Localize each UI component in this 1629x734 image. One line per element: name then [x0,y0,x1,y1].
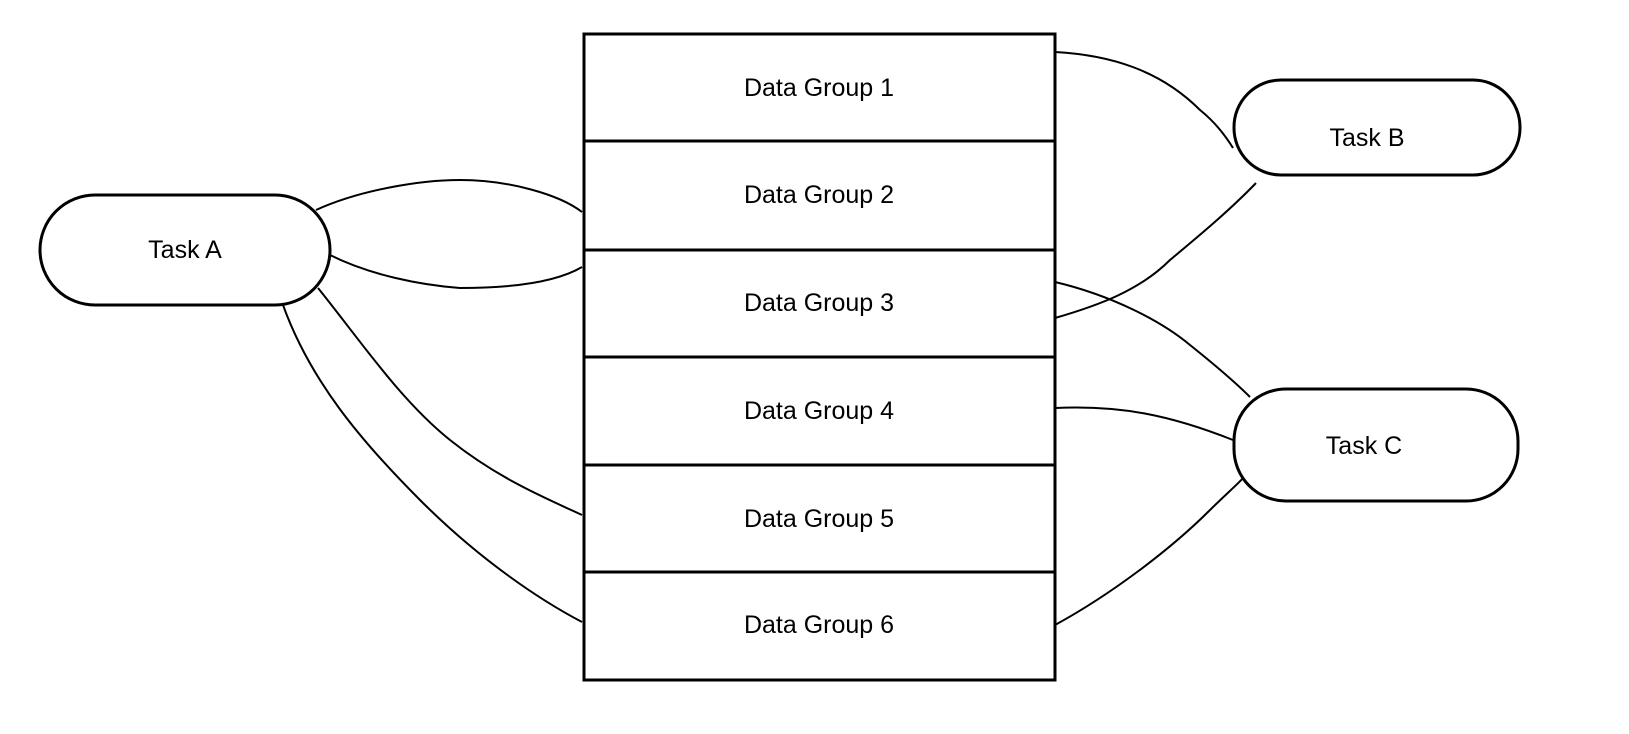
data-group-4[interactable]: Data Group 4 [582,355,1057,467]
edge-taskC-dg4 [1054,406,1234,441]
edge-taskA-dg6 [282,304,583,623]
data-group-label: Data Group 1 [744,74,894,102]
data-group-1[interactable]: Data Group 1 [582,32,1057,143]
data-group-stack: Data Group 1 Data Group 2 Data Group 3 D… [582,32,1057,682]
task-a-node[interactable]: Task A [38,193,332,307]
edge-taskA-dg2 [315,178,583,213]
task-c-node[interactable]: Task C [1232,387,1520,503]
task-label: Task B [1329,124,1404,152]
edge-taskC-dg3 [1054,281,1251,398]
data-group-6[interactable]: Data Group 6 [582,570,1057,682]
edge-taskA-dg3 [329,254,583,290]
data-group-3[interactable]: Data Group 3 [582,248,1057,359]
task-label: Task C [1326,432,1402,460]
data-group-label: Data Group 6 [744,611,894,639]
task-b-node[interactable]: Task B [1232,78,1522,177]
edge-taskA-dg5 [317,287,583,516]
data-group-5[interactable]: Data Group 5 [582,463,1057,574]
edge-taskC-dg6 [1054,475,1246,626]
edge-taskB-dg1 [1054,51,1234,149]
connections [282,51,1257,626]
data-group-label: Data Group 2 [744,181,894,209]
data-group-label: Data Group 4 [744,397,894,425]
data-group-label: Data Group 5 [744,505,894,533]
edge-taskB-dg3 [1054,182,1257,319]
task-label: Task A [148,236,222,264]
data-group-2[interactable]: Data Group 2 [582,139,1057,252]
data-group-label: Data Group 3 [744,289,894,317]
